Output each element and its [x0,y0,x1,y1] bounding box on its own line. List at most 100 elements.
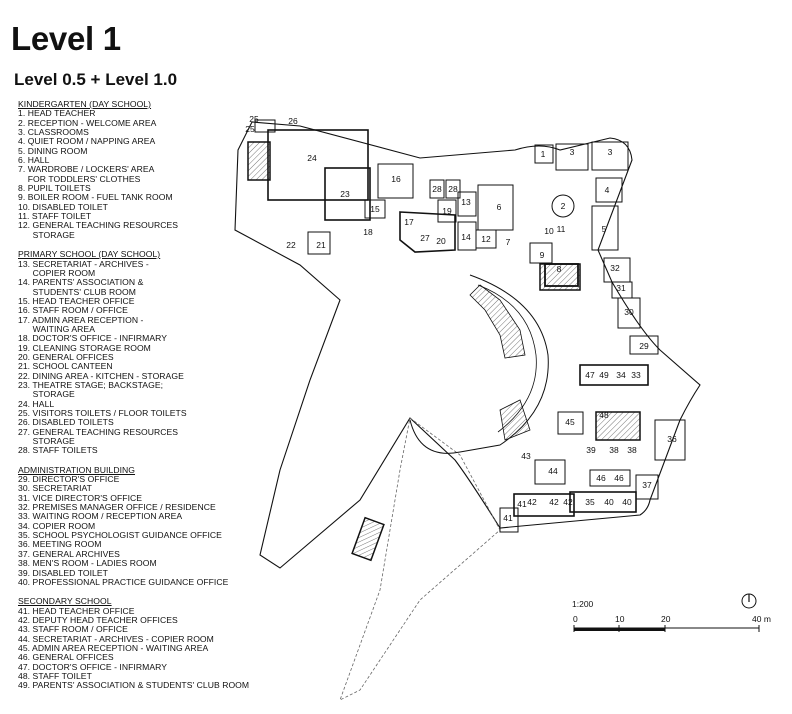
room-16 [377,163,414,199]
room-13 [457,191,477,217]
legend-item: 11. STAFF TOILET [18,211,92,222]
legend-item: 24. HALL [18,398,55,409]
room-label: 42 [527,497,537,507]
room-17-20-group [399,211,456,253]
room-legend: KINDERGARTEN (DAY SCHOOL)1. HEAD TEACHER… [18,99,288,691]
room-1 [534,144,554,164]
room-label: 25 [245,124,255,134]
room-label: 26 [288,116,298,126]
room-label: 4 [605,185,610,195]
legend-item: 4. QUIET ROOM / NAPPING AREA [18,136,156,147]
room-8 [544,263,579,287]
room-label: 22 [286,240,296,250]
legend-item: 27. GENERAL TEACHING RESOURCES STORAGE [18,426,179,447]
legend-item: 21. SCHOOL CANTEEN [18,361,113,372]
legend-item: 49. PARENTS' ASSOCIATION & STUDENTS' CLU… [18,680,250,691]
room-25 [254,119,276,133]
legend-item: 38. MEN'S ROOM - LADIES ROOM [18,558,157,569]
room-label: 25 [249,114,259,124]
legend-item: 8. PUPIL TOILETS [18,183,91,194]
scale-bar: 1:200 0 10 20 40 m [572,593,771,632]
scale-tick-40: 40 m [752,614,771,624]
legend-item: 36. MEETING ROOM [18,539,102,550]
room-label: 36 [667,434,677,444]
room-44 [534,459,566,485]
room-45 [557,411,584,435]
legend-item: 41. HEAD TEACHER OFFICE [18,605,135,616]
legend-item: 1. HEAD TEACHER [18,108,96,119]
room-label: 46 [596,473,606,483]
legend-item: 32. PREMISES MANAGER OFFICE / RESIDENCE [18,502,216,513]
room-label: 12 [481,234,491,244]
legend-item: 37. GENERAL ARCHIVES [18,548,120,559]
room-4 [595,177,623,203]
room-label: 37 [642,480,652,490]
legend-item: 17. ADMIN AREA RECEPTION - WAITING AREA [18,314,144,334]
building-outline [234,121,701,569]
legend-item: 35. SCHOOL PSYCHOLOGIST GUIDANCE OFFICE [18,530,222,541]
room-label: 33 [631,370,641,380]
room-21 [307,231,331,255]
central-courtyard-arc [409,274,549,454]
room-12 [475,229,497,249]
legend-item: 25. VISITORS TOILETS / FLOOR TOILETS [18,408,187,418]
room-label: 35 [585,497,595,507]
room-5 [591,205,619,251]
room-label: 42 [549,497,559,507]
legend-item: 5. DINING ROOM [18,145,88,156]
room-label: 47 [585,370,595,380]
legend-item: 7. WARDROBE / LOCKERS' AREA FOR TODDLERS… [18,164,155,184]
legend-item: 40. PROFESSIONAL PRACTICE GUIDANCE OFFIC… [18,576,229,587]
stair-kindergarten [247,141,271,181]
room-label: 5 [602,224,607,234]
room-28b [445,179,461,199]
legend-item: 47. DOCTOR'S OFFICE - INFIRMARY [18,661,167,672]
legend-item: 43. STAFF ROOM / OFFICE [18,624,128,635]
legend-item: 19. CLEANING STORAGE ROOM [18,342,151,353]
legend-section-heading: PRIMARY SCHOOL (DAY SCHOOL) [18,249,161,260]
legend-item: 14. PARENTS' ASSOCIATION & STUDENTS' CLU… [18,277,144,297]
north-arrow-icon [741,593,757,609]
legend-item: 16. STAFF ROOM / OFFICE [18,305,128,316]
room-label: 38 [627,445,637,455]
room-label: 40 [604,497,614,507]
room-label: 42 [563,497,573,507]
room-label: 21 [316,240,326,250]
room-label: 3 [570,147,575,157]
stair-courtyard [351,516,385,562]
room-label: 17 [404,217,414,227]
legend-item: 34. COPIER ROOM [18,520,96,531]
room-label: 29 [639,341,649,351]
room-label: 16 [391,174,401,184]
room-label: 19 [442,206,452,216]
room-30 [617,297,641,329]
legend-item: 42. DEPUTY HEAD TEACHER OFFICES [18,614,178,625]
room-label: 32 [610,263,620,273]
legend-item: 46. GENERAL OFFICES [18,652,114,663]
scale-tick-20: 20 [661,614,671,624]
room-label: 7 [506,237,511,247]
room-label: 1 [541,149,546,159]
room-6 [477,184,514,231]
room-label: 38 [609,445,619,455]
legend-item: 28. STAFF TOILETS [18,445,98,456]
room-label: 30 [624,307,634,317]
legend-section-heading: ADMINISTRATION BUILDING [18,464,136,475]
legend-item: 9. BOILER ROOM - FUEL TANK ROOM [18,192,173,203]
room-label: 40 [622,497,632,507]
room-label: 46 [614,473,624,483]
room-row-41-42 [513,493,575,517]
room-2 [551,194,575,218]
room-label: 9 [540,250,545,260]
scale-bar-fill [574,628,665,631]
legend-item: 29. DIRECTOR'S OFFICE [18,474,120,485]
room-19 [437,199,457,223]
stair-curved [469,284,526,359]
room-label: 20 [436,236,446,246]
room-row-35-40 [569,491,637,513]
room-label: 24 [307,153,317,163]
room-46-pair [589,469,631,487]
legend-item: 33. WAITING ROOM / RECEPTION AREA [18,511,183,522]
legend-item: 30. SECRETARIAT [18,483,92,494]
legend-item: 2. RECEPTION - WELCOME AREA [18,117,157,128]
